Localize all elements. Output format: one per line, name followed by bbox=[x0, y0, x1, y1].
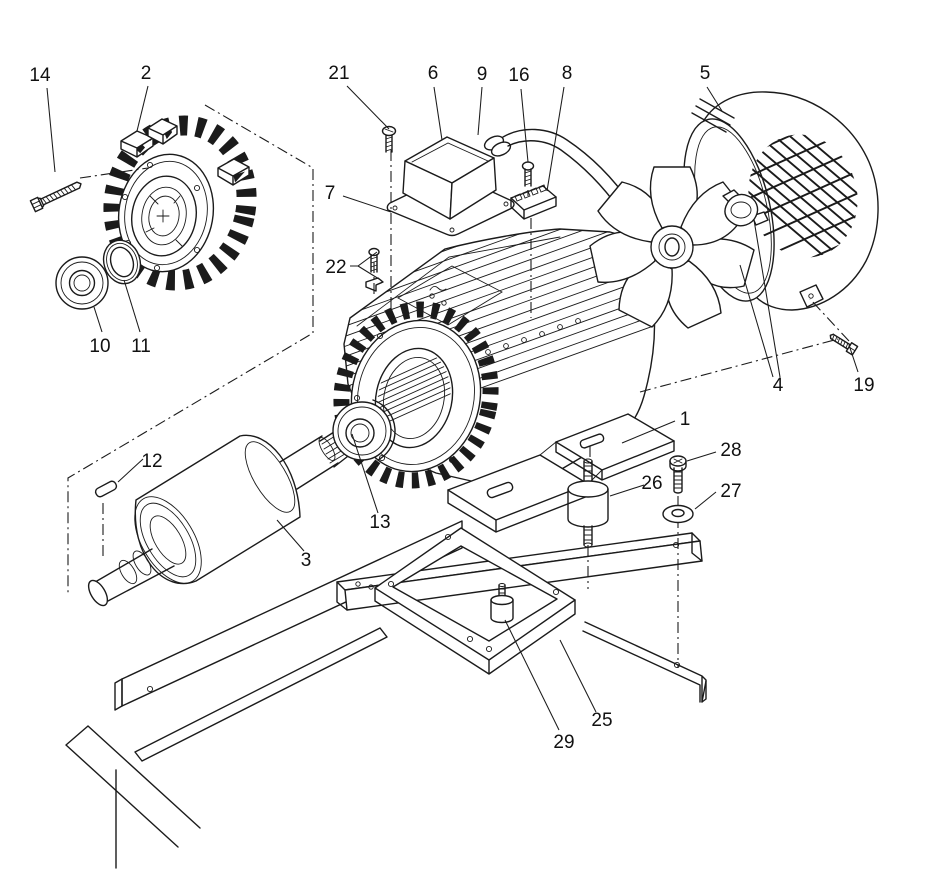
terminal-block bbox=[511, 185, 556, 219]
shaft-key bbox=[94, 480, 118, 498]
stator-teeth-ring bbox=[326, 295, 507, 494]
terminal-box-group bbox=[366, 127, 649, 292]
seal-ring bbox=[98, 236, 146, 289]
base-frame bbox=[66, 521, 706, 868]
part-label-12: 12 bbox=[141, 451, 162, 472]
part-label-7: 7 bbox=[325, 183, 336, 204]
bearing-front bbox=[56, 257, 108, 309]
part-label-28: 28 bbox=[720, 440, 741, 461]
cover-clip-lines bbox=[692, 99, 734, 132]
part-label-3: 3 bbox=[301, 550, 312, 571]
leader-lines bbox=[47, 86, 858, 730]
part-label-11: 11 bbox=[131, 336, 151, 357]
part-labels: 14 2 21 6 9 16 8 5 7 22 10 11 12 3 13 4 … bbox=[29, 63, 874, 753]
hex-bolt bbox=[30, 178, 83, 211]
part-label-5: 5 bbox=[700, 63, 711, 84]
part-label-2: 2 bbox=[141, 63, 152, 84]
fan bbox=[590, 167, 754, 328]
screw-terminal-block bbox=[523, 162, 534, 186]
washer bbox=[663, 506, 693, 523]
fan-clamp bbox=[723, 190, 768, 226]
motor-base-feet bbox=[448, 414, 674, 532]
part-label-9: 9 bbox=[477, 64, 488, 85]
vibration-damper bbox=[568, 459, 608, 547]
end-shield bbox=[99, 113, 261, 293]
part-label-16: 16 bbox=[508, 65, 529, 86]
part-label-19: 19 bbox=[853, 375, 874, 396]
terminal-box bbox=[403, 137, 496, 219]
cover-mounting-lug bbox=[800, 285, 823, 307]
socket-screw bbox=[670, 456, 686, 493]
cover-screw bbox=[828, 331, 858, 355]
sub-frame-ring bbox=[375, 528, 575, 674]
screw-terminal-box bbox=[383, 127, 396, 153]
construction-lines bbox=[68, 105, 849, 668]
part-label-29: 29 bbox=[553, 732, 574, 753]
part-label-1: 1 bbox=[680, 409, 691, 430]
small-damper bbox=[491, 584, 513, 623]
part-label-21: 21 bbox=[328, 63, 349, 84]
frame-angle-left bbox=[135, 628, 387, 761]
frame-front-bar bbox=[66, 726, 200, 868]
end-shield-fins bbox=[99, 113, 261, 293]
part-label-4: 4 bbox=[773, 375, 784, 396]
part-label-8: 8 bbox=[562, 63, 573, 84]
frame-angle-right bbox=[583, 622, 706, 702]
bearing-rear bbox=[333, 400, 395, 460]
cable-gland bbox=[482, 133, 512, 158]
rotor-shaft bbox=[85, 421, 366, 608]
part-label-26: 26 bbox=[641, 473, 662, 494]
part-label-13: 13 bbox=[369, 512, 390, 533]
part-label-22: 22 bbox=[325, 257, 346, 278]
part-label-27: 27 bbox=[720, 481, 741, 502]
part-label-14: 14 bbox=[29, 65, 51, 86]
part-label-25: 25 bbox=[591, 710, 612, 731]
part-label-6: 6 bbox=[428, 63, 439, 84]
part-label-10: 10 bbox=[89, 336, 110, 357]
